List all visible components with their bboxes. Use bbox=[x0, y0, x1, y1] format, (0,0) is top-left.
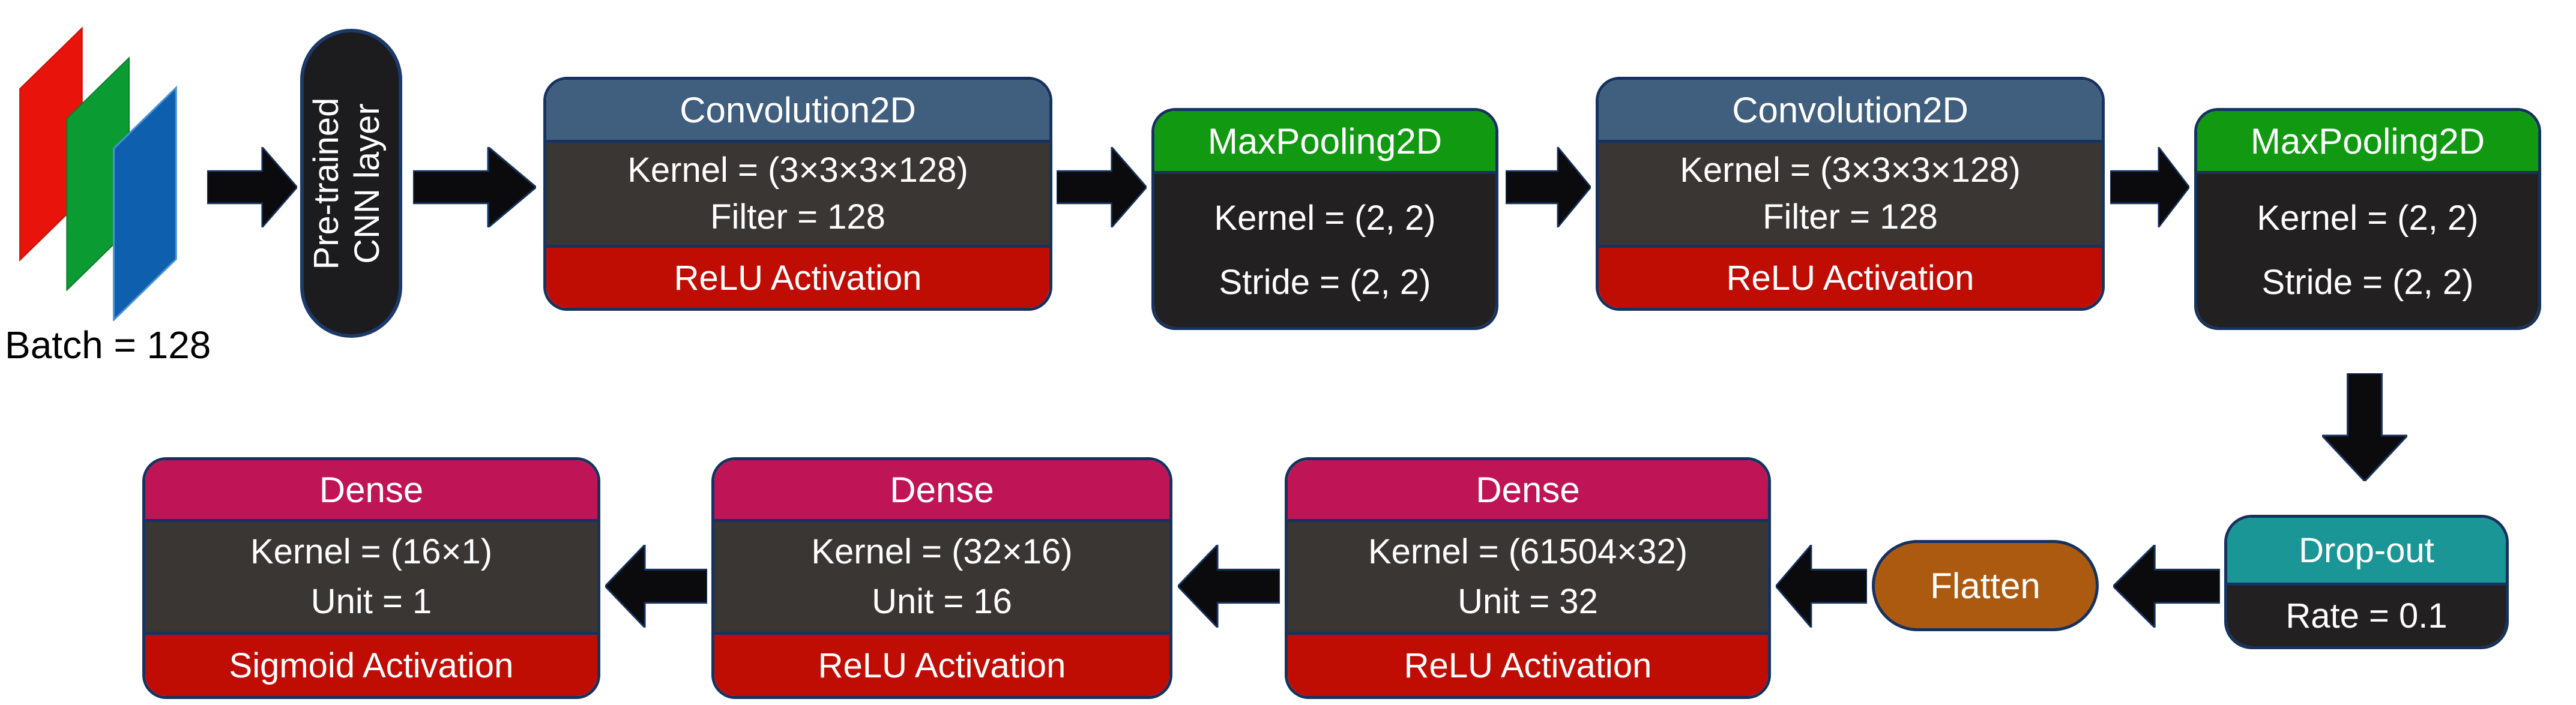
conv2-filter: Filter = 128 bbox=[1763, 197, 1938, 237]
pool2-kernel: Kernel = (2, 2) bbox=[2257, 199, 2479, 238]
batch-size-label: Batch = 128 bbox=[5, 323, 211, 367]
conv1-kernel: Kernel = (3×3×3×128) bbox=[627, 151, 968, 190]
right-arrow-icon bbox=[2110, 147, 2189, 227]
node-maxpool2d-1: MaxPooling2D Kernel = (2, 2) Stride = (2… bbox=[1151, 108, 1498, 330]
connector-conv2-to-pool2 bbox=[2110, 147, 2189, 227]
connector-pretrained-to-conv1 bbox=[413, 147, 536, 227]
left-arrow-icon bbox=[1776, 545, 1867, 628]
pool2-title: MaxPooling2D bbox=[2197, 111, 2538, 171]
dense3-params: Kernel = (16×1) Unit = 1 bbox=[145, 519, 597, 632]
dense2-title: Dense bbox=[714, 460, 1169, 519]
rgb-image-stack-icon bbox=[19, 26, 177, 321]
dense2-activation: ReLU Activation bbox=[714, 632, 1169, 696]
node-dense-2: Dense Kernel = (32×16) Unit = 16 ReLU Ac… bbox=[711, 457, 1172, 699]
down-arrow-icon bbox=[2322, 373, 2407, 481]
node-dense-3: Dense Kernel = (16×1) Unit = 1 Sigmoid A… bbox=[142, 457, 600, 699]
right-arrow-icon bbox=[413, 147, 536, 227]
connector-dropout-to-flatten bbox=[2113, 545, 2220, 628]
dropout-params: Rate = 0.1 bbox=[2227, 583, 2506, 646]
connector-dense2-to-dense3 bbox=[605, 545, 707, 628]
dropout-rate: Rate = 0.1 bbox=[2285, 596, 2448, 635]
conv2-kernel: Kernel = (3×3×3×128) bbox=[1680, 151, 2021, 190]
connector-pool1-to-conv2 bbox=[1506, 147, 1591, 227]
node-dense-1: Dense Kernel = (61504×32) Unit = 32 ReLU… bbox=[1285, 457, 1771, 699]
dense2-params: Kernel = (32×16) Unit = 16 bbox=[714, 519, 1169, 632]
dense1-kernel: Kernel = (61504×32) bbox=[1368, 532, 1688, 572]
conv1-params: Kernel = (3×3×3×128) Filter = 128 bbox=[546, 140, 1049, 245]
dense3-kernel: Kernel = (16×1) bbox=[250, 532, 493, 572]
conv1-activation: ReLU Activation bbox=[546, 245, 1049, 308]
node-conv2d-1: Convolution2D Kernel = (3×3×3×128) Filte… bbox=[543, 77, 1052, 311]
dense3-unit: Unit = 1 bbox=[310, 581, 432, 621]
pretrained-label-line1: Pre-trained bbox=[307, 97, 346, 269]
conv2-params: Kernel = (3×3×3×128) Filter = 128 bbox=[1599, 140, 2102, 245]
connector-pool2-to-dropout bbox=[2322, 373, 2407, 481]
pool1-params: Kernel = (2, 2) Stride = (2, 2) bbox=[1154, 171, 1495, 327]
pretrained-label-line2: CNN layer bbox=[348, 103, 387, 264]
node-pretrained-cnn: Pre-trained CNN layer bbox=[300, 29, 402, 338]
connector-flatten-to-dense1 bbox=[1776, 545, 1867, 628]
left-arrow-icon bbox=[1178, 545, 1280, 628]
blue-channel-sheet bbox=[113, 85, 177, 321]
node-maxpool2d-2: MaxPooling2D Kernel = (2, 2) Stride = (2… bbox=[2194, 108, 2541, 330]
connector-input-to-pretrained bbox=[207, 147, 297, 227]
dense3-activation: Sigmoid Activation bbox=[145, 632, 597, 696]
conv1-filter: Filter = 128 bbox=[710, 197, 885, 237]
right-arrow-icon bbox=[207, 147, 297, 227]
dropout-title: Drop-out bbox=[2227, 518, 2506, 583]
node-conv2d-2: Convolution2D Kernel = (3×3×3×128) Filte… bbox=[1596, 77, 2105, 311]
pool1-stride: Stride = (2, 2) bbox=[1219, 262, 1431, 302]
pretrained-label: Pre-trained CNN layer bbox=[306, 34, 396, 334]
dense2-kernel: Kernel = (32×16) bbox=[811, 532, 1073, 572]
conv1-title: Convolution2D bbox=[546, 80, 1049, 140]
pool1-title: MaxPooling2D bbox=[1154, 111, 1495, 171]
dense2-unit: Unit = 16 bbox=[872, 581, 1012, 621]
pool2-params: Kernel = (2, 2) Stride = (2, 2) bbox=[2197, 171, 2538, 327]
left-arrow-icon bbox=[605, 545, 707, 628]
dense1-title: Dense bbox=[1288, 460, 1768, 519]
right-arrow-icon bbox=[1506, 147, 1591, 227]
node-flatten: Flatten bbox=[1872, 540, 2099, 631]
pool1-kernel: Kernel = (2, 2) bbox=[1214, 199, 1436, 238]
dense1-activation: ReLU Activation bbox=[1288, 632, 1768, 696]
dense1-unit: Unit = 32 bbox=[1458, 581, 1598, 621]
flatten-label: Flatten bbox=[1930, 565, 2041, 606]
connector-dense1-to-dense2 bbox=[1178, 545, 1280, 628]
conv2-activation: ReLU Activation bbox=[1599, 245, 2102, 308]
dense3-title: Dense bbox=[145, 460, 597, 519]
left-arrow-icon bbox=[2113, 545, 2220, 628]
connector-conv1-to-pool1 bbox=[1057, 147, 1147, 227]
conv2-title: Convolution2D bbox=[1599, 80, 2102, 140]
node-dropout: Drop-out Rate = 0.1 bbox=[2224, 515, 2509, 649]
dense1-params: Kernel = (61504×32) Unit = 32 bbox=[1288, 519, 1768, 632]
right-arrow-icon bbox=[1057, 147, 1147, 227]
pool2-stride: Stride = (2, 2) bbox=[2261, 262, 2474, 302]
